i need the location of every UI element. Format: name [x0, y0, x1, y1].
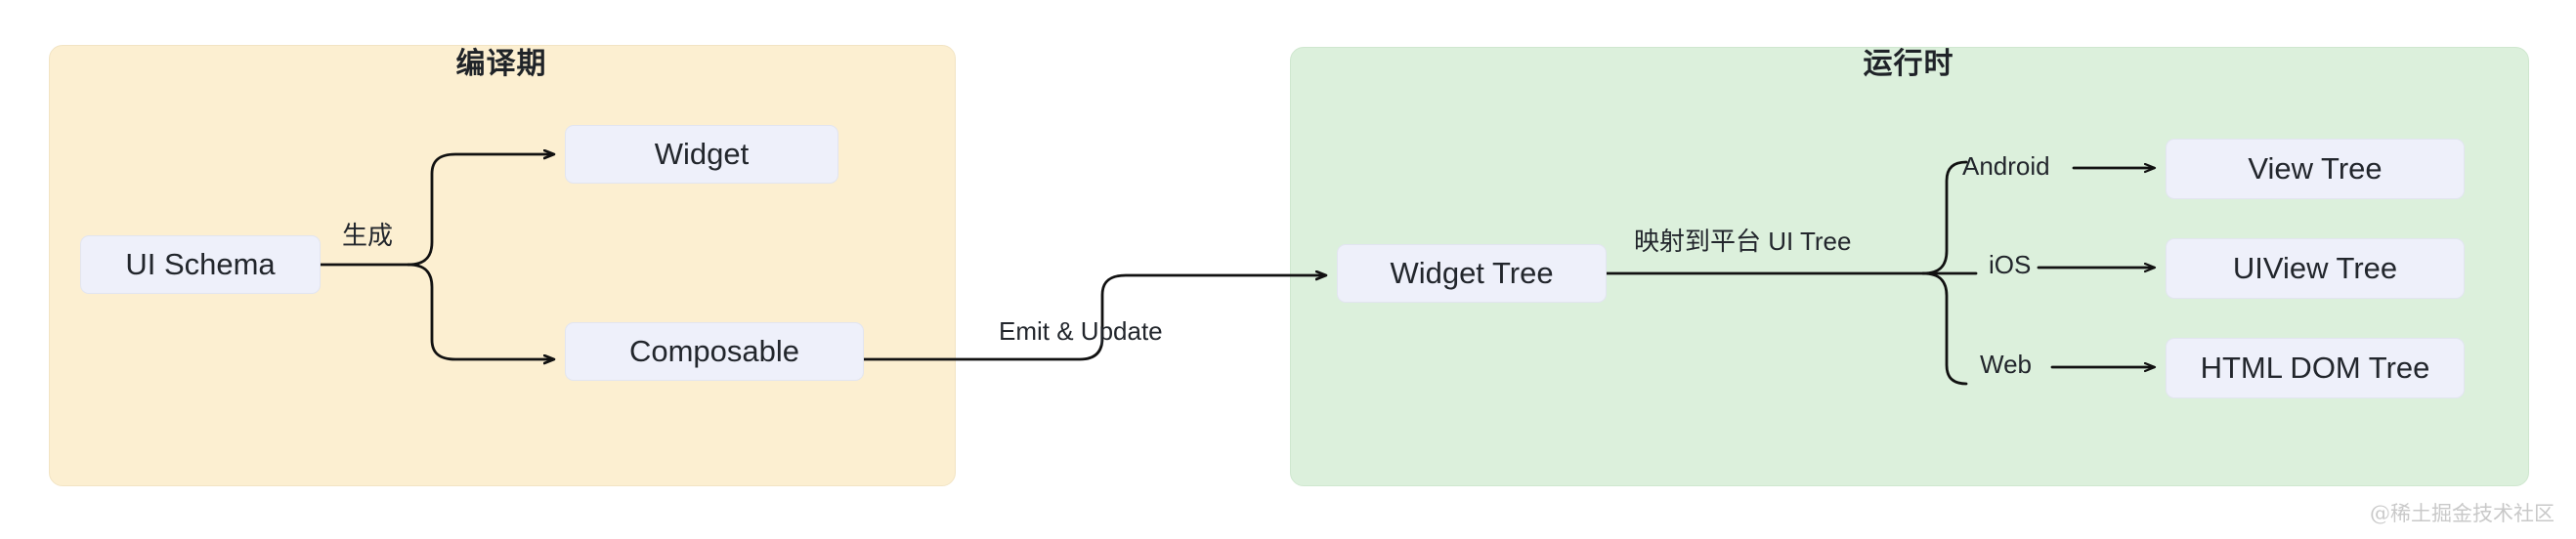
watermark: @稀土掘金技术社区 [2370, 502, 2555, 525]
edge-label-generate: 生成 [342, 221, 394, 250]
node-html-dom-tree[interactable]: HTML DOM Tree [2166, 338, 2465, 398]
node-widget-tree[interactable]: Widget Tree [1337, 244, 1607, 303]
edge-label-emit-update: Emit & Update [999, 316, 1163, 346]
edge-label-ios: iOS [1989, 250, 2032, 279]
compile-time-panel-title: 编译期 [455, 48, 547, 80]
edge-label-map-to-platform: 映射到平台 UI Tree [1634, 227, 1852, 256]
node-view-tree[interactable]: View Tree [2166, 139, 2465, 199]
node-composable[interactable]: Composable [565, 322, 864, 381]
edge-label-web: Web [1980, 350, 2032, 379]
node-ui-schema[interactable]: UI Schema [80, 235, 321, 294]
node-widget[interactable]: Widget [565, 125, 838, 184]
edge-label-android: Android [1962, 151, 2050, 181]
runtime-panel-title: 运行时 [1863, 48, 1954, 80]
node-uiview-tree[interactable]: UIView Tree [2166, 238, 2465, 299]
